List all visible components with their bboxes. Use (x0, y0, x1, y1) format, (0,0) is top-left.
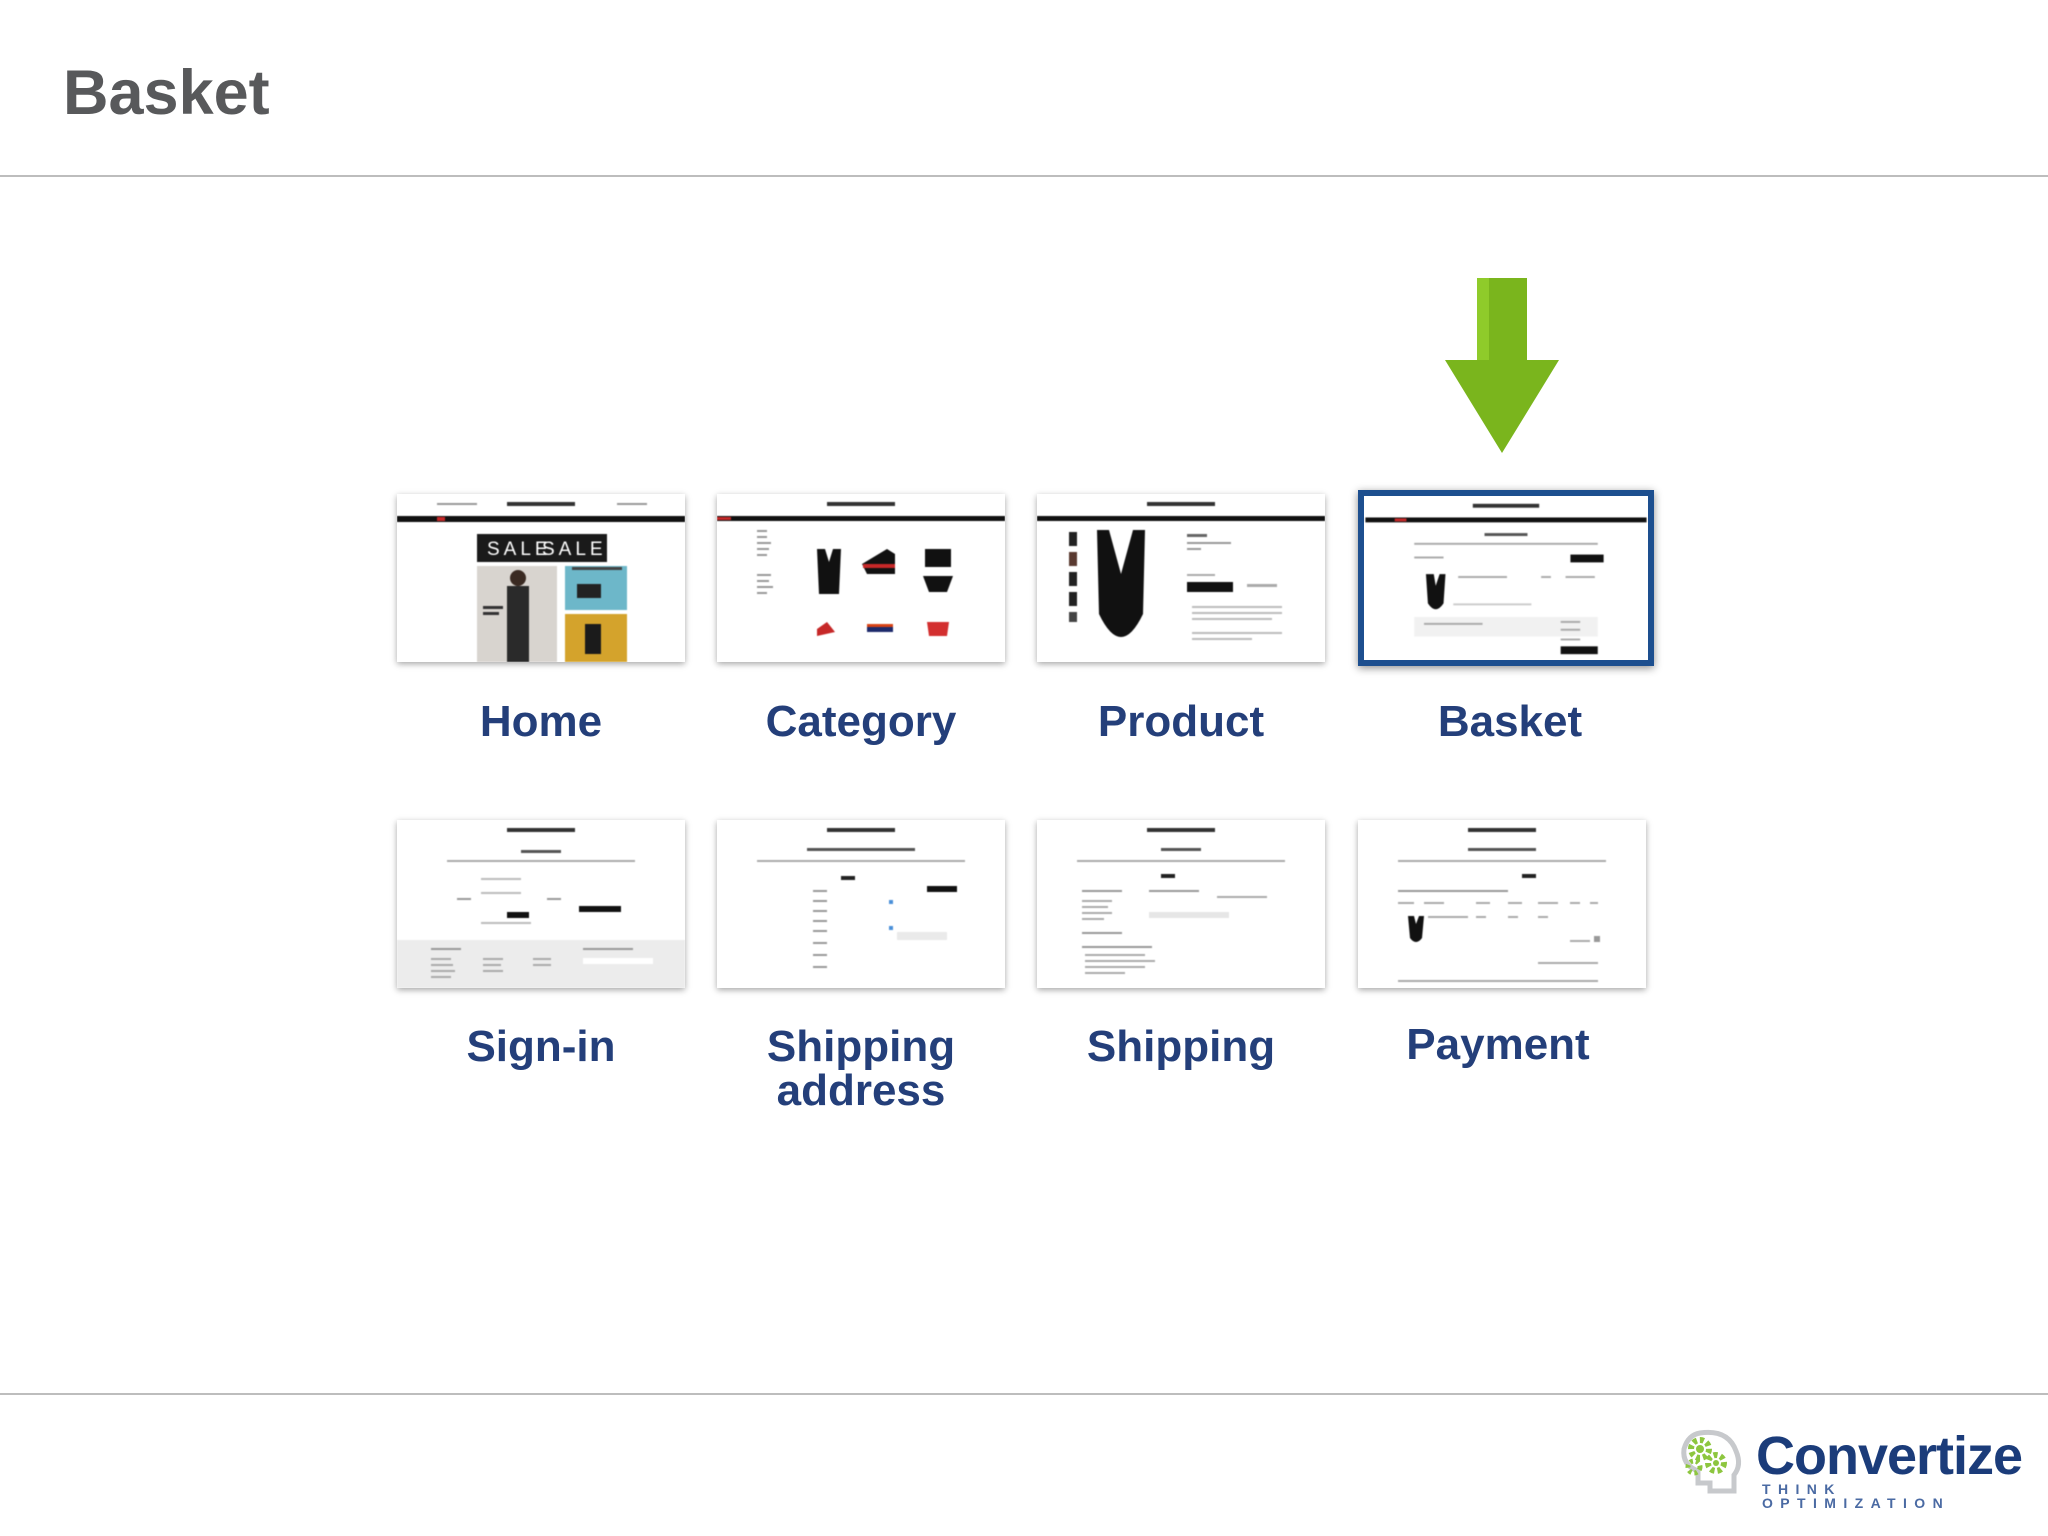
thumbnail-shipping-address[interactable] (717, 820, 1005, 988)
step-label-shipping-address: Shipping address (766, 1022, 956, 1115)
thumbnail-shipping[interactable] (1037, 820, 1325, 988)
shipping-page-preview (1037, 820, 1325, 988)
shipping-address-page-preview (717, 820, 1005, 988)
thumbnail-sign-in[interactable] (397, 820, 685, 988)
thumbnail-category[interactable] (717, 494, 1005, 662)
sale-banner-left: SALE (487, 539, 552, 560)
sale-banner-right: SALE (542, 539, 607, 560)
step-label-home: Home (479, 697, 603, 746)
payment-page-preview (1358, 820, 1646, 988)
category-page-preview (717, 494, 1005, 662)
slide-title: Basket (63, 58, 270, 128)
thumbnail-product[interactable] (1037, 494, 1325, 662)
logo-wordmark: Convertize (1756, 1426, 2023, 1486)
thumbnail-basket[interactable] (1358, 490, 1654, 666)
product-page-preview (1037, 494, 1325, 662)
sign-in-page-preview (397, 820, 685, 988)
head-gears-icon (1681, 1429, 1742, 1494)
step-label-category: Category (765, 697, 957, 746)
thumbnail-home[interactable]: SALE SALE (397, 494, 685, 662)
convertize-logo: Convertize THINK OPTIMIZATION (1670, 1425, 2023, 1510)
step-label-payment: Payment (1406, 1020, 1590, 1069)
down-arrow-icon (1445, 278, 1559, 453)
home-page-preview: SALE SALE (397, 494, 685, 662)
basket-page-preview (1365, 496, 1647, 660)
step-label-shipping: Shipping (1086, 1022, 1276, 1071)
header-divider (0, 175, 2048, 177)
step-label-sign-in: Sign-in (466, 1022, 616, 1071)
footer-divider (0, 1393, 2048, 1395)
step-label-basket: Basket (1437, 697, 1583, 746)
logo-tagline: THINK OPTIMIZATION (1762, 1481, 1951, 1511)
thumbnail-payment[interactable] (1358, 820, 1646, 988)
step-label-product: Product (1097, 697, 1265, 746)
